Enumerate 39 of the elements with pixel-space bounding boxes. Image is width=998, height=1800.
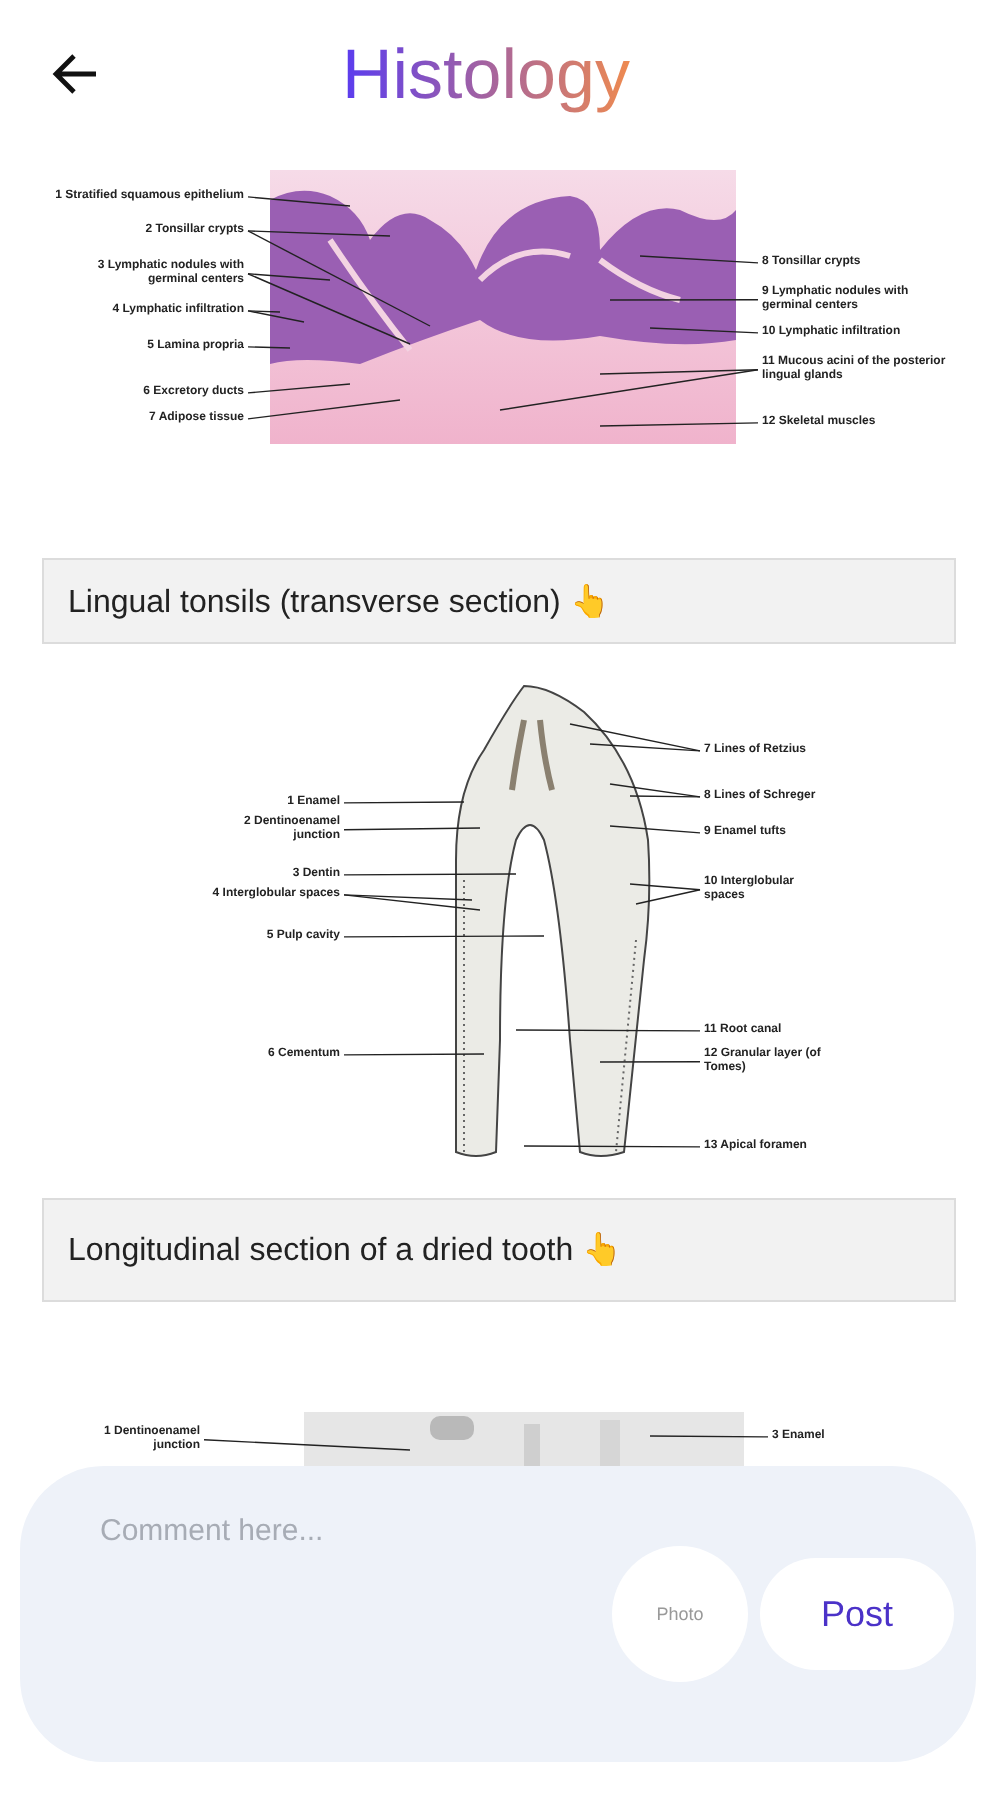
leader-line [203,1439,411,1451]
leader-line [639,255,759,264]
leader-line [343,827,481,831]
leader-line [247,196,351,207]
caption-card [42,558,956,644]
leader-line [247,230,391,237]
leader-line [599,422,759,427]
leader-line [589,743,701,752]
leader-line [343,1053,485,1056]
leader-line [599,369,759,375]
leader-line [635,889,701,905]
leader-line [609,825,701,834]
leader-line [649,327,759,334]
leader-line [499,369,759,411]
leader-line [609,299,759,301]
leader-line [629,795,701,798]
leader-line [247,383,351,394]
leader-line [247,310,305,323]
leader-line [247,399,401,420]
leader-line [247,273,331,281]
leader-line [247,310,281,313]
leader-line [649,1435,769,1438]
leader-line [609,783,701,798]
leader-line [247,273,411,345]
leader-line [629,883,701,891]
leader-line [343,894,473,901]
comment-input-field: Comment here... [100,1514,324,1548]
caption-text: Longitudinal section of a dried tooth 👆 [68,1230,623,1270]
leader-line [343,873,517,876]
leader-line [515,1029,701,1032]
caption-text: Lingual tonsils (transverse section) 👆 [68,582,610,621]
caption-card [42,1198,956,1302]
leader-line [247,230,431,327]
leader-line [247,346,291,349]
leader-line [343,935,545,938]
leader-line [343,801,465,804]
leader-line [599,1061,701,1063]
leader-line [569,723,701,752]
leader-line [523,1145,701,1148]
